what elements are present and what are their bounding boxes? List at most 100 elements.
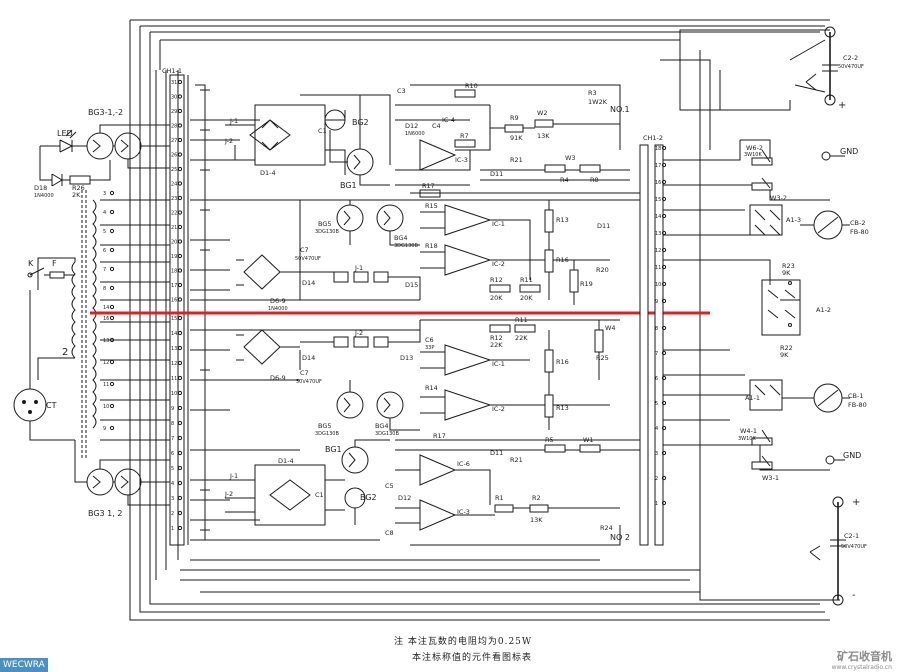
xfmr-bot-pin-16: 16 — [103, 316, 109, 322]
right-bot-pin-6: 6 — [655, 376, 658, 382]
right-top-pin-16: 16 — [655, 180, 661, 186]
c2-2-output — [789, 26, 838, 106]
label-d18-part: 1N4000 — [34, 193, 54, 199]
xfmr-bot-pin-9: 9 — [103, 426, 106, 432]
xfmr-top-pin-terminal — [109, 247, 115, 253]
label-ic2-bot: IC-2 — [492, 405, 505, 413]
label-minus-bot: - — [852, 590, 856, 601]
meter-cb-1-icon — [782, 383, 850, 413]
label-gnd-top: GND — [840, 147, 858, 156]
label-d11-b: D11 — [597, 222, 610, 230]
label-r22: R22 — [780, 344, 793, 352]
xfmr-top-pin-terminal — [109, 266, 115, 272]
right-top-pin-terminal — [661, 281, 667, 287]
right-top-pin-17: 17 — [655, 163, 661, 169]
xfmr-bot-pin-terminal — [109, 425, 115, 431]
left-bot-pin-8: 8 — [171, 421, 174, 427]
label-w2-val: 13K — [537, 132, 550, 140]
label-w6-2-val: 3W10K — [744, 152, 762, 158]
xfmr-bot-pin-12: 12 — [103, 360, 109, 366]
label-j1-top: J-1 — [229, 117, 238, 125]
left-bot-pin-12: 12 — [171, 361, 177, 367]
right-top-pin-11: 11 — [655, 265, 661, 271]
a1-2-switch — [761, 279, 801, 336]
a1-3-switch — [749, 204, 783, 236]
right-bot-pin-terminal — [661, 375, 667, 381]
left-top-pin-17: 17 — [171, 283, 177, 289]
bg5-bg4-bottom — [336, 380, 420, 431]
label-bg2-top: BG2 — [352, 118, 369, 127]
right-wiring — [663, 139, 830, 471]
left-top-pin-26: 26 — [171, 153, 177, 159]
label-r23: R23 — [782, 262, 795, 270]
right-top-pin-12: 12 — [655, 248, 661, 254]
xfmr-bot-pin-terminal — [109, 403, 115, 409]
right-bot-pin-terminal — [661, 350, 667, 356]
xfmr-bot-pin-terminal — [109, 381, 115, 387]
right-bot-pin-7: 7 — [655, 351, 658, 357]
xfmr-top-pin-terminal — [109, 190, 115, 196]
label-r7: R7 — [460, 132, 469, 140]
label-c2-1-val: 50V470UF — [841, 544, 867, 550]
gnd-top-icon — [821, 151, 845, 161]
right-top-pin-14: 14 — [655, 214, 661, 220]
label-w3-1: W3-1 — [762, 474, 779, 482]
left-bot-pin-3: 3 — [171, 496, 174, 502]
label-c8: C8 — [385, 529, 394, 537]
right-bot-pin-terminal — [661, 500, 667, 506]
label-r1: R1 — [495, 494, 504, 502]
left-top-pin-19: 19 — [171, 254, 177, 260]
label-bg4-top-part: 3DG130B — [394, 243, 418, 249]
xfmr-top-pin-7: 7 — [103, 267, 106, 273]
label-r26-val: 2K — [72, 191, 81, 199]
label-c7-top: C7 — [300, 246, 309, 254]
bottom-relay-bridge — [236, 320, 421, 370]
label-r11-top-val: 20K — [520, 294, 533, 302]
label-d14-top: D14 — [302, 279, 315, 287]
label-r17-top: R17 — [422, 182, 435, 190]
c2-1-output — [809, 496, 846, 606]
right-top-pin-15: 15 — [655, 197, 661, 203]
left-bot-pin-1: 1 — [171, 526, 174, 532]
label-w1: W1 — [583, 436, 594, 444]
label-bg5-top-part: 3DG130B — [315, 229, 339, 235]
label-ic3-bot: IC-3 — [457, 508, 470, 516]
label-w3-2: W3-2 — [770, 194, 787, 202]
label-r9: R9 — [510, 114, 519, 122]
label-r11-bot: R11 — [515, 316, 528, 324]
left-top-pin-24: 24 — [171, 182, 177, 188]
bottom-wiring — [180, 569, 700, 593]
left-bot-pin-15: 15 — [171, 316, 177, 322]
switch-k — [27, 267, 50, 278]
label-j1-mid: J-1 — [354, 264, 363, 272]
xfmr-top-pin-5: 5 — [103, 229, 106, 235]
right-bot-pin-terminal — [661, 425, 667, 431]
w6-2-w3-2 — [751, 149, 773, 191]
label-d11-top: D11 — [490, 170, 503, 178]
top-relay-block — [225, 94, 391, 175]
label-a1-2: A1-2 — [816, 306, 831, 314]
left-top-pin-25: 25 — [171, 167, 177, 173]
label-ic4: IC-4 — [442, 116, 455, 124]
label-c7-bot: C7 — [300, 369, 309, 377]
label-d1-4-bot: D1-4 — [278, 457, 294, 465]
label-c7-top-val: 50V470UF — [295, 256, 321, 262]
label-bg2-bot: BG2 — [360, 493, 377, 502]
label-cb-2-part: FB-80 — [850, 228, 869, 236]
label-r15: R15 — [425, 202, 438, 210]
label-cb-1: CB-1 — [848, 392, 863, 400]
label-r16-bot: R16 — [556, 358, 569, 366]
label-r14: R14 — [425, 384, 438, 392]
label-r24: R24 — [600, 524, 613, 532]
right-bot-pin-terminal — [661, 400, 667, 406]
left-bot-pin-14: 14 — [171, 331, 177, 337]
label-r10: R10 — [465, 82, 478, 90]
label-j2-mid: J-2 — [354, 329, 363, 337]
label-d12-top: D12 — [405, 122, 418, 130]
bg3-bottom-transistors — [74, 440, 170, 506]
right-bot-pin-8: 8 — [655, 326, 658, 332]
xfmr-bot-pin-terminal — [109, 359, 115, 365]
